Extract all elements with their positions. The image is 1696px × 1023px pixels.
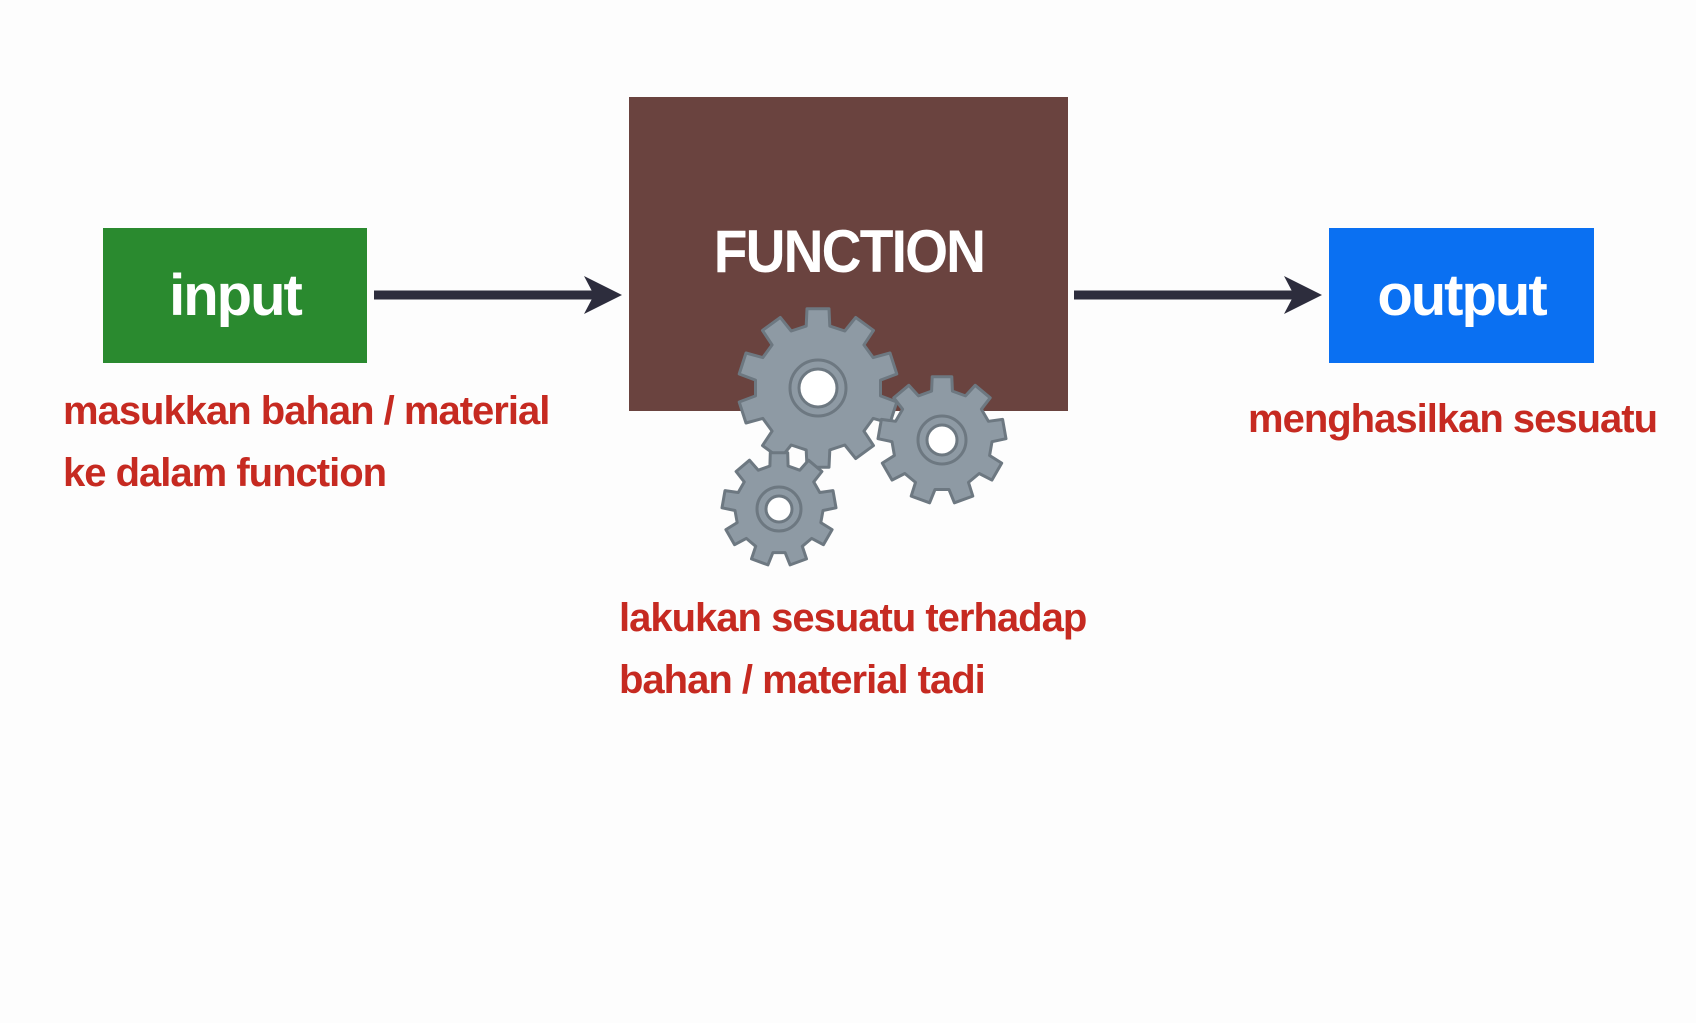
input-caption-line-1: masukkan bahan / material <box>63 389 550 433</box>
input-box: input <box>103 228 367 363</box>
gear-icon-large <box>737 307 899 469</box>
input-caption: masukkan bahan / material ke dalam funct… <box>63 380 550 504</box>
output-box: output <box>1329 228 1594 363</box>
function-caption: lakukan sesuatu terhadap bahan / materia… <box>619 587 1087 711</box>
function-caption-line-2: bahan / material tadi <box>619 658 986 702</box>
function-label: FUNCTION <box>713 218 985 285</box>
input-caption-line-2: ke dalam function <box>63 451 387 495</box>
gear-icon-small <box>720 451 838 567</box>
output-label: output <box>1377 263 1547 328</box>
function-caption-line-1: lakukan sesuatu terhadap <box>619 596 1087 640</box>
arrow-function-to-output-icon <box>1074 276 1322 314</box>
output-caption: menghasilkan sesuatu <box>1248 388 1658 450</box>
gear-icon-medium <box>876 375 1008 505</box>
arrow-input-to-function-icon <box>374 276 622 314</box>
input-label: input <box>169 263 303 328</box>
output-caption-line-1: menghasilkan sesuatu <box>1248 397 1658 441</box>
